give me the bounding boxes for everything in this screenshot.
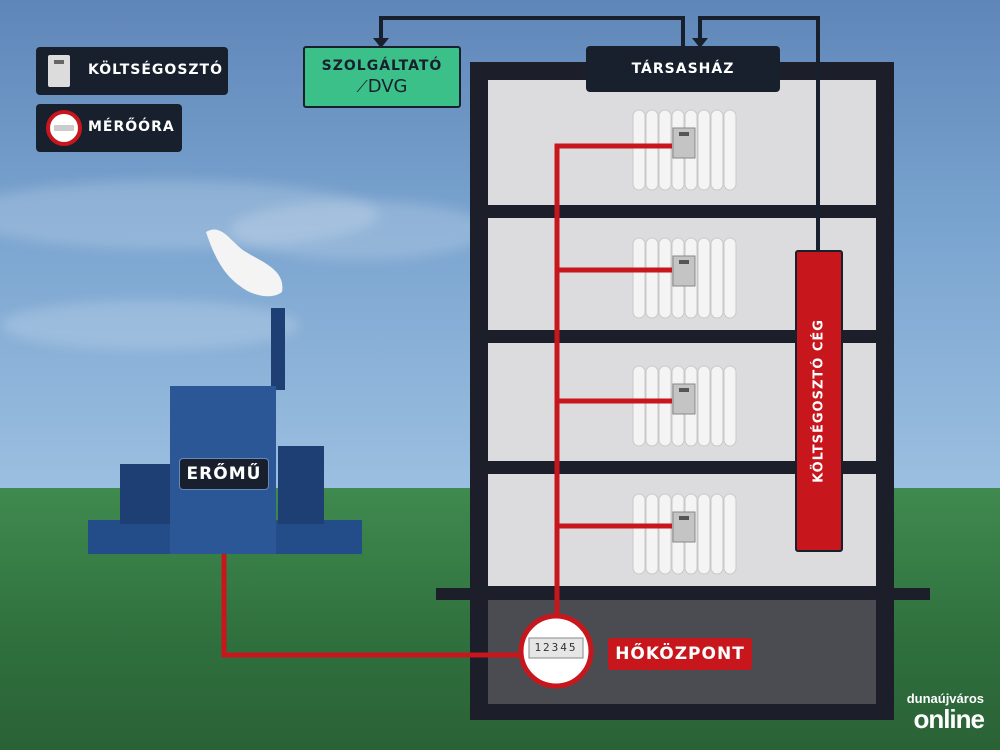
cost-allocator-device	[672, 255, 696, 287]
plant-wing-left	[120, 464, 172, 524]
cloud	[0, 300, 300, 350]
watermark-top: dunaújváros	[906, 691, 984, 706]
leaf-icon: ⟋	[356, 77, 368, 96]
chimney	[271, 308, 285, 390]
cost-company-box: KÖLTSÉGOSZTÓ CÉG	[795, 250, 843, 552]
provider-logo-text: DVG	[367, 76, 408, 97]
arrow-down-icon	[373, 38, 389, 48]
cost-allocator-device	[672, 383, 696, 415]
provider-logo: ⟋DVG	[305, 76, 459, 97]
data-flow-lines	[379, 16, 820, 250]
arrow-down-icon	[692, 38, 708, 48]
cloud	[230, 200, 490, 260]
cost-allocator-device	[672, 127, 696, 159]
cloud	[0, 180, 380, 250]
provider-label: SZOLGÁLTATÓ	[321, 58, 443, 74]
cost-allocator-icon	[48, 55, 70, 87]
legend-meter: MÉRŐÓRA	[36, 104, 182, 152]
radiator	[632, 109, 737, 191]
heat-center-label: HŐKÖZPONT	[608, 638, 752, 670]
heat-pipes	[221, 143, 672, 658]
heat-meter-digits: 12345	[534, 641, 578, 654]
cost-company-label: KÖLTSÉGOSZTÓ CÉG	[811, 319, 827, 483]
cost-allocator-device	[672, 511, 696, 543]
provider-box: SZOLGÁLTATÓ ⟋DVG	[303, 46, 461, 108]
legend-meter-label: MÉRŐÓRA	[88, 119, 175, 135]
watermark-bottom: online	[913, 704, 985, 734]
plant-wing-right	[278, 446, 324, 524]
meter-icon	[46, 110, 82, 146]
radiator	[632, 493, 737, 575]
radiator	[632, 365, 737, 447]
smoke	[206, 229, 283, 297]
legend-cost-allocator-label: KÖLTSÉGOSZTÓ	[88, 62, 223, 78]
power-plant-label: ERŐMŰ	[179, 458, 269, 490]
basement-ledge	[436, 588, 930, 600]
legend-cost-allocator: KÖLTSÉGOSZTÓ	[36, 47, 228, 95]
radiator	[632, 237, 737, 319]
watermark-logo: dunaújváros online	[906, 691, 985, 734]
building-label: TÁRSASHÁZ	[586, 46, 780, 92]
